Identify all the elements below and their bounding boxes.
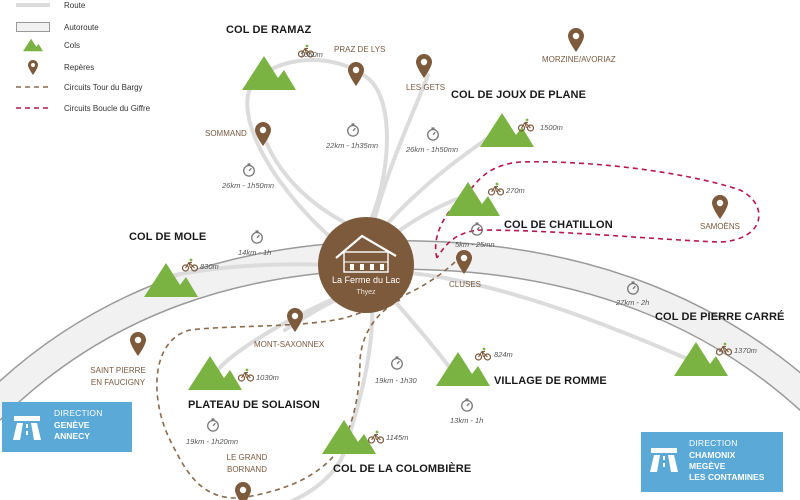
circuit-tour-du-bargy	[156, 261, 456, 499]
direction-destination: MEGÈVE	[689, 461, 726, 471]
direction-sign-geneve-annecy: DIRECTION GENÈVE ANNECY	[2, 402, 132, 452]
samoens-marker-icon	[712, 195, 728, 219]
saint-pierre-marker-icon	[130, 332, 146, 356]
direction-title: DIRECTION	[54, 408, 103, 418]
col-ramaz-altitude: 1360m	[300, 50, 323, 59]
mountain-icon	[16, 38, 50, 52]
stopwatch-icon	[243, 163, 255, 177]
col-chatillon-label: COL DE CHATILLON	[504, 219, 613, 231]
sommand-label: SOMMAND	[205, 129, 247, 138]
distance-label: 5km - 25mn	[455, 240, 495, 249]
center-title: La Ferme du Lac	[331, 275, 401, 285]
bike-icon	[238, 368, 254, 382]
direction-destination: LES CONTAMINES	[689, 472, 765, 482]
plateau-de-solaison-mountain-icon	[188, 356, 242, 390]
legend-item-cols: Cols	[16, 38, 80, 52]
direction-destination: GENÈVE	[54, 420, 90, 430]
direction-destination: ANNECY	[54, 431, 90, 441]
legend-item-reperes: Repères	[16, 59, 94, 75]
stopwatch-icon	[207, 418, 219, 432]
cluses-label: CLUSES	[449, 280, 482, 289]
col-colombiere-mountain-icon	[322, 420, 376, 454]
col-chatillon-altitude: 270m	[506, 186, 525, 195]
col-pierre-carre-label: COL DE PIERRE CARRÉ	[655, 311, 785, 323]
ferme-du-lac-emblem	[318, 217, 414, 313]
direction-title: DIRECTION	[689, 438, 738, 448]
stopwatch-icon	[471, 222, 483, 236]
dashed-line-brown-icon	[16, 85, 50, 89]
legend-item-circuit-giffre: Circuits Boucle du Giffre	[16, 101, 150, 115]
village-de-romme-label: VILLAGE DE ROMME	[494, 375, 607, 387]
grand-bornand-marker-icon	[235, 482, 251, 500]
stopwatch-icon	[347, 123, 359, 137]
stopwatch-icon	[391, 356, 403, 370]
legend-item-route: Route	[16, 0, 85, 12]
col-ramaz-label: COL DE RAMAZ	[226, 24, 312, 36]
legend-item-autoroute: Autoroute	[16, 20, 99, 34]
marker-icon	[16, 59, 50, 75]
bike-icon	[368, 430, 384, 444]
plateau-de-solaison-altitude: 1030m	[256, 373, 279, 382]
col-mole-altitude: 830m	[200, 262, 219, 271]
col-colombiere-label: COL DE LA COLOMBIÈRE	[333, 463, 472, 475]
col-pierre-carre-altitude: 1370m	[734, 346, 757, 355]
motorway-sign-icon	[650, 448, 678, 472]
col-mole-label: COL DE MOLE	[129, 231, 207, 243]
motorway-sign-icon	[13, 416, 41, 440]
stopwatch-icon	[427, 127, 439, 141]
les-gets-label: LES GETS	[406, 83, 446, 92]
distance-label: 26km - 1h50mn	[222, 181, 275, 190]
morzine-avoriaz-label: MORZINE/AVORIAZ	[542, 55, 616, 64]
legend-item-circuit-bargy: Circuits Tour du Bargy	[16, 80, 143, 94]
le-grand-bornand-label: LE GRAND BORNAND	[226, 453, 268, 475]
praz-de-lys-marker-icon	[348, 62, 364, 86]
mont-saxonnex-label: MONT-SAXONNEX	[254, 340, 325, 349]
distance-label: 22km - 1h35mn	[326, 141, 379, 150]
village-de-romme-altitude: 824m	[494, 350, 513, 359]
direction-destination: CHAMONIX	[689, 450, 736, 460]
col-joux-de-plane-label: COL DE JOUX DE PLANE	[451, 89, 587, 101]
stopwatch-icon	[461, 398, 473, 412]
col-joux-de-plane-altitude: 1500m	[540, 123, 563, 132]
center-subtitle: Thyez	[356, 289, 376, 296]
direction-sign-chamonix: DIRECTION CHAMONIX MEGÈVE LES CONTAMINES	[641, 432, 783, 492]
distance-label: 19km - 1h20mn	[186, 437, 239, 446]
bike-icon	[488, 182, 504, 196]
distance-label: 19km - 1h30	[375, 376, 417, 385]
distance-label: 26km - 1h50mn	[406, 145, 459, 154]
plateau-de-solaison-label: PLATEAU DE SOLAISON	[188, 399, 320, 411]
distance-label: 27km - 2h	[616, 298, 650, 307]
morzine-avoriaz-marker-icon	[568, 28, 584, 52]
autoroute-symbol-icon	[16, 22, 50, 32]
distance-label: 14km - 1h	[238, 248, 272, 257]
route-symbol-icon	[16, 2, 50, 8]
stopwatch-icon	[251, 230, 263, 244]
samoens-label: SAMOËNS	[700, 222, 741, 231]
col-colombiere-altitude: 1145m	[386, 433, 409, 442]
distance-label: 13km - 1h	[450, 416, 484, 425]
dashed-line-red-icon	[16, 106, 50, 110]
praz-de-lys-label: PRAZ DE LYS	[334, 45, 386, 54]
col-joux-de-plane-mountain-icon	[480, 113, 534, 147]
saint-pierre-label: SAINT PIERRE EN FAUCIGNY	[90, 366, 146, 388]
bike-icon	[475, 347, 491, 361]
